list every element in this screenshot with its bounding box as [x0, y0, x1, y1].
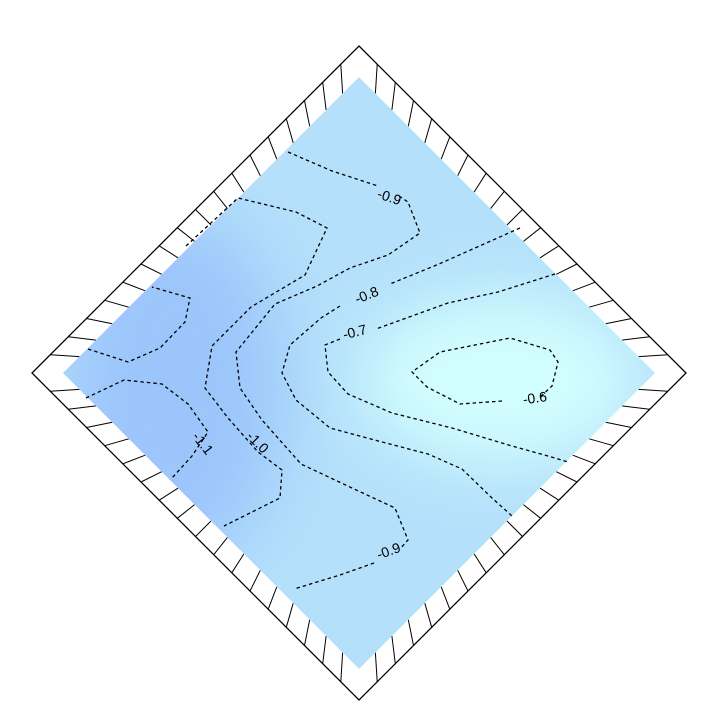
frame-tick	[304, 619, 311, 646]
contour-line-level-3	[287, 151, 379, 187]
frame-tick	[340, 64, 344, 94]
frame-tick	[457, 570, 469, 592]
frame-tick	[440, 586, 451, 610]
frame-tick	[158, 245, 179, 259]
frame-tick	[473, 553, 487, 574]
frame-tick	[424, 603, 433, 628]
frame-tick	[158, 487, 179, 501]
frame-tick	[407, 619, 414, 646]
contour-line-level-4	[389, 227, 521, 285]
frame-tick	[285, 603, 294, 628]
frame-tick	[391, 636, 396, 664]
frame-tick	[622, 405, 650, 410]
contour-line-level-2	[185, 197, 328, 527]
frame-ticks	[50, 64, 668, 682]
contour-line-level-1	[87, 286, 191, 363]
frame-tick	[104, 438, 129, 447]
contour-line-level-5	[375, 273, 556, 330]
contour-line-level-3	[235, 195, 421, 550]
frame-tick	[176, 504, 195, 519]
frame-tick	[231, 172, 245, 193]
frame-tick	[440, 136, 451, 160]
frame-tick	[50, 354, 80, 358]
frame-tick	[104, 299, 129, 308]
frame-tick	[340, 652, 344, 682]
frame-tick	[285, 118, 294, 143]
frame-tick	[407, 100, 414, 127]
frame-tick	[473, 172, 487, 193]
frame-tick	[523, 504, 542, 519]
high-value-region-core	[400, 327, 560, 417]
contour-line-level-1	[85, 379, 209, 479]
frame-tick	[589, 438, 614, 447]
frame-tick	[249, 570, 261, 592]
contour-label: -0.7	[341, 321, 368, 342]
frame-tick	[391, 82, 396, 110]
frame-tick	[490, 190, 505, 209]
frame-tick	[213, 537, 228, 556]
frame-tick	[490, 537, 505, 556]
frame-tick	[638, 354, 668, 358]
frame-tick	[231, 553, 245, 574]
frame-tick	[176, 227, 195, 242]
contour-line-level-6	[410, 337, 559, 405]
frame-tick	[195, 520, 212, 537]
frame-tick	[50, 388, 80, 392]
frame-tick	[506, 209, 523, 226]
frame-tick	[322, 636, 327, 664]
frame-tick	[539, 245, 560, 259]
frame-tick	[68, 405, 96, 410]
frame-tick	[556, 471, 578, 483]
frame-tick	[572, 281, 596, 292]
contour-line-level-4	[281, 305, 513, 517]
frame-tick	[374, 64, 378, 94]
frame-tick	[572, 454, 596, 465]
frame-tick	[605, 318, 632, 325]
contour-label: -0.6	[522, 388, 548, 407]
frame-tick	[605, 421, 632, 428]
frame-tick	[267, 586, 278, 610]
frame-tick	[213, 190, 228, 209]
frame-tick	[86, 421, 113, 428]
color-field	[63, 77, 655, 669]
frame-tick	[140, 263, 162, 275]
frame-tick	[589, 299, 614, 308]
contour-line-level-3	[293, 562, 375, 590]
frame-tick	[556, 263, 578, 275]
frame-tick	[267, 136, 278, 160]
frame-tick	[86, 318, 113, 325]
frame-tick	[122, 281, 146, 292]
frame-tick	[140, 471, 162, 483]
frame-tick	[249, 154, 261, 176]
frame-tick	[424, 118, 433, 143]
frame-tick	[195, 209, 212, 226]
frame-tick	[539, 487, 560, 501]
frame-tick	[68, 336, 96, 341]
frame-tick	[638, 388, 668, 392]
frame-tick	[457, 154, 469, 176]
frame-tick	[622, 336, 650, 341]
frame-tick	[523, 227, 542, 242]
frame-tick	[506, 520, 523, 537]
frame-tick	[374, 652, 378, 682]
contour-lines	[85, 151, 569, 590]
contour-label: -0.9	[374, 539, 402, 562]
frame-tick	[304, 100, 311, 127]
frame-tick	[122, 454, 146, 465]
frame-tick	[322, 82, 327, 110]
contour-label: -0.9	[375, 185, 403, 208]
